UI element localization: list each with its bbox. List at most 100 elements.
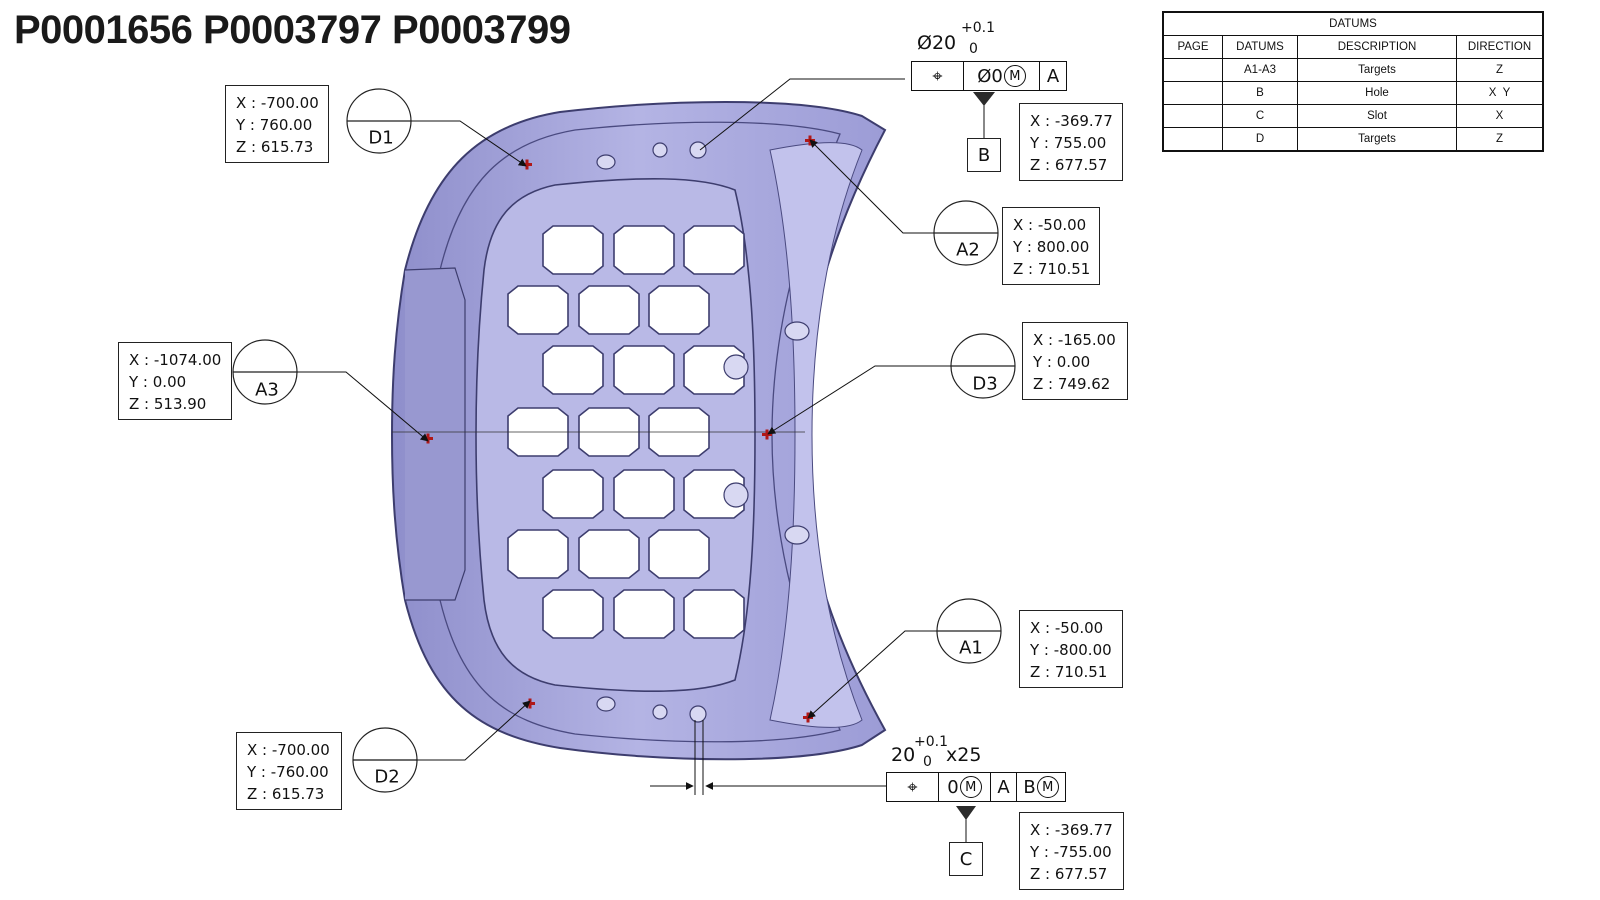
header-page: PAGE bbox=[1162, 35, 1223, 59]
fcf-datum-a: A bbox=[991, 773, 1017, 801]
honeycomb-cell bbox=[683, 589, 745, 639]
honeycomb-cell bbox=[648, 285, 710, 335]
coord-x: X : -369.77 bbox=[1030, 821, 1113, 839]
header-direction: DIRECTION bbox=[1456, 35, 1544, 59]
table-row: C Slot X bbox=[1162, 104, 1544, 128]
coord-z: Z : 677.57 bbox=[1030, 156, 1108, 174]
coord-y: Y : 760.00 bbox=[236, 116, 313, 134]
coord-box-d1: X : -700.00 Y : 760.00 Z : 615.73 bbox=[225, 85, 329, 163]
cell-datum: B bbox=[1222, 81, 1298, 105]
coord-y: Y : -755.00 bbox=[1030, 843, 1112, 861]
bubble-label-d3: D3 bbox=[972, 373, 998, 395]
coord-box-a1: X : -50.00 Y : -800.00 Z : 710.51 bbox=[1019, 610, 1123, 688]
honeycomb-cell bbox=[507, 529, 569, 579]
honeycomb-cell bbox=[613, 589, 675, 639]
fcf-datum-ref: A bbox=[1046, 65, 1060, 87]
table-row: B Hole X Y bbox=[1162, 81, 1544, 105]
table-row: A1-A3 Targets Z bbox=[1162, 58, 1544, 82]
max-material-icon: M bbox=[1003, 65, 1026, 87]
cell-page bbox=[1162, 58, 1223, 82]
honeycomb-cell bbox=[542, 225, 604, 275]
fcf-tolerance-value: Ø0 bbox=[977, 65, 1003, 87]
honeycomb-cell bbox=[613, 469, 675, 519]
coord-y: Y : 755.00 bbox=[1030, 134, 1107, 152]
header-description: DESCRIPTION bbox=[1297, 35, 1457, 59]
coord-z: Z : 615.73 bbox=[236, 138, 314, 156]
coord-box-d2: X : -700.00 Y : -760.00 Z : 615.73 bbox=[236, 732, 342, 810]
coord-z: Z : 615.73 bbox=[247, 785, 325, 803]
datum-b-letter: B bbox=[967, 138, 1001, 172]
coord-z: Z : 677.57 bbox=[1030, 865, 1108, 883]
cell-direction: X Y bbox=[1456, 81, 1544, 105]
datums-table: DATUMS PAGE DATUMS DESCRIPTION DIRECTION… bbox=[1162, 11, 1544, 152]
position-icon: ⌖ bbox=[887, 773, 939, 801]
coord-box-a2: X : -50.00 Y : 800.00 Z : 710.51 bbox=[1002, 207, 1100, 285]
datum-c-tol-upper: +0.1 bbox=[914, 734, 948, 750]
coord-z: Z : 710.51 bbox=[1030, 663, 1108, 681]
coord-y: Y : -800.00 bbox=[1030, 641, 1112, 659]
bubble-label-a2: A2 bbox=[956, 239, 980, 261]
honeycomb-cell bbox=[683, 469, 745, 519]
datum-c-width: 20 bbox=[891, 744, 916, 766]
datum-b-diameter: Ø20 bbox=[917, 32, 957, 54]
honeycomb-cell bbox=[578, 529, 640, 579]
cell-direction: Z bbox=[1456, 58, 1544, 82]
coord-z: Z : 513.90 bbox=[129, 395, 207, 413]
cell-description: Hole bbox=[1297, 81, 1457, 105]
coord-x: X : -369.77 bbox=[1030, 112, 1113, 130]
bubble-label-d1: D1 bbox=[368, 127, 394, 149]
honeycomb-cell bbox=[542, 345, 604, 395]
coord-x: X : -50.00 bbox=[1030, 619, 1104, 637]
leader-lines bbox=[297, 78, 985, 845]
datums-table-header: PAGE DATUMS DESCRIPTION DIRECTION bbox=[1162, 35, 1544, 59]
part-holes bbox=[596, 141, 810, 723]
coord-x: X : -50.00 bbox=[1013, 216, 1087, 234]
datums-table-title: DATUMS bbox=[1162, 11, 1544, 36]
cell-description: Targets bbox=[1297, 127, 1457, 152]
coord-z: Z : 749.62 bbox=[1033, 375, 1111, 393]
cell-page bbox=[1162, 104, 1223, 128]
header-datums: DATUMS bbox=[1222, 35, 1298, 59]
datum-c-letter: C bbox=[949, 842, 983, 876]
honeycomb-cell bbox=[507, 285, 569, 335]
honeycomb-cell bbox=[648, 529, 710, 579]
bubble-label-a3: A3 bbox=[255, 379, 279, 401]
coord-box-a3: X : -1074.00 Y : 0.00 Z : 513.90 bbox=[118, 342, 232, 420]
cell-description: Targets bbox=[1297, 58, 1457, 82]
coord-y: Y : -760.00 bbox=[247, 763, 329, 781]
datum-feature-symbols bbox=[956, 92, 995, 820]
table-row: D Targets Z bbox=[1162, 127, 1544, 152]
cell-description: Slot bbox=[1297, 104, 1457, 128]
coord-box-d3: X : -165.00 Y : 0.00 Z : 749.62 bbox=[1022, 322, 1128, 400]
coord-y: Y : 0.00 bbox=[1033, 353, 1091, 371]
coord-box-c: X : -369.77 Y : -755.00 Z : 677.57 bbox=[1019, 812, 1124, 890]
honeycomb-cell bbox=[683, 225, 745, 275]
honeycomb-cell bbox=[613, 345, 675, 395]
max-material-icon: M bbox=[959, 776, 982, 798]
fcf-datum-b-letter: B bbox=[1023, 776, 1036, 798]
honeycomb-cell bbox=[578, 285, 640, 335]
coord-x: X : -1074.00 bbox=[129, 351, 222, 369]
coord-y: Y : 800.00 bbox=[1013, 238, 1090, 256]
coord-x: X : -700.00 bbox=[236, 94, 319, 112]
cell-direction: Z bbox=[1456, 127, 1544, 152]
cell-datum: C bbox=[1222, 104, 1298, 128]
coord-y: Y : 0.00 bbox=[129, 373, 187, 391]
datum-c-tol-lower: 0 bbox=[923, 754, 932, 770]
datum-b-tol-upper: +0.1 bbox=[961, 20, 995, 36]
bubble-label-a1: A1 bbox=[959, 637, 983, 659]
coord-x: X : -700.00 bbox=[247, 741, 330, 759]
cell-direction: X bbox=[1456, 104, 1544, 128]
cell-datum: D bbox=[1222, 127, 1298, 152]
position-icon: ⌖ bbox=[912, 62, 964, 90]
honeycomb-cell bbox=[542, 469, 604, 519]
datum-c-length: x25 bbox=[946, 744, 982, 766]
bubble-label-d2: D2 bbox=[374, 766, 400, 788]
cell-datum: A1-A3 bbox=[1222, 58, 1298, 82]
